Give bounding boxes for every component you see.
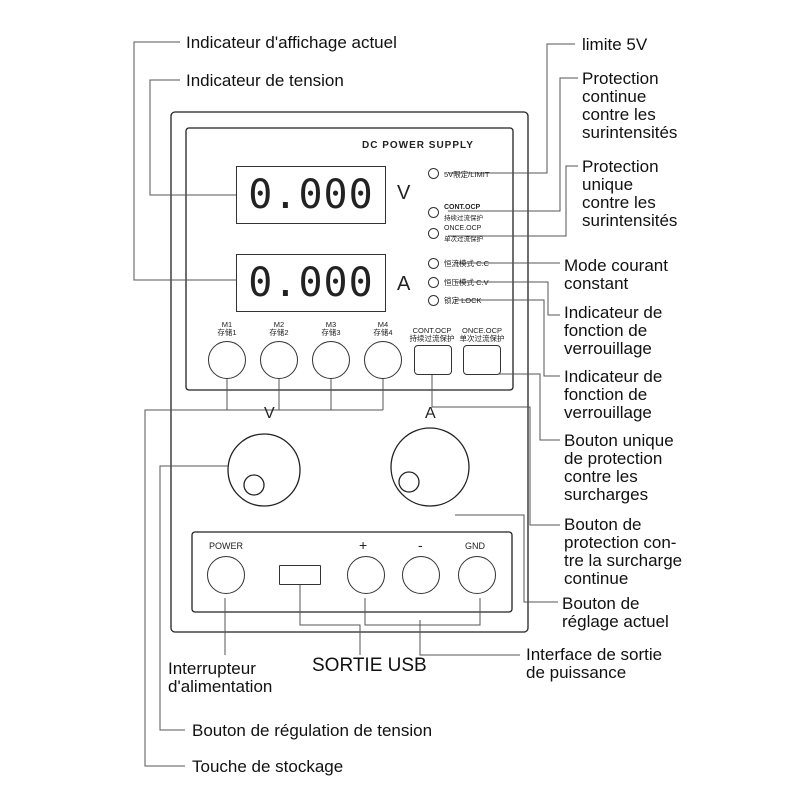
callout-voltage-regulation-button: Bouton de régulation de tension <box>192 721 433 740</box>
cont-ocp-button[interactable] <box>414 345 452 375</box>
memory-button-m2[interactable] <box>260 341 298 379</box>
once-ocp-button-label: ONCE.OCP 单次过流保护 <box>459 326 505 343</box>
current-display-value: 0.000 <box>248 260 374 306</box>
current-knob-grip <box>398 471 420 493</box>
indicator-5v-limit-label: 5V限定/LIMIT <box>444 170 490 179</box>
callout-power-switch: Interrupteur d'alimentation <box>168 659 273 696</box>
power-label: POWER <box>209 541 244 551</box>
indicator-lock <box>428 295 439 306</box>
callout-once-overload-button: Bouton unique de protection contre les s… <box>564 431 674 504</box>
power-switch[interactable] <box>207 556 245 594</box>
minus-label: - <box>418 537 423 553</box>
indicator-once-ocp-label: ONCE.OCP <box>444 225 482 232</box>
voltage-knob <box>227 433 301 507</box>
indicator-cv <box>428 277 439 288</box>
memory-button-m3[interactable] <box>312 341 350 379</box>
indicator-5v-limit <box>428 168 439 179</box>
callout-power-output-interface: Interface de sortie de puissance <box>526 645 663 682</box>
m2-label: M2 存储2 <box>269 320 289 337</box>
indicator-cv-label: 恒压模式 C.V <box>444 278 489 287</box>
device-title: DC POWER SUPPLY <box>362 140 474 151</box>
callout-lock-indicator-1: Indicateur de fonction de verrouillage <box>564 303 663 358</box>
current-unit: A <box>397 273 411 295</box>
m4-label: M4 存储4 <box>373 320 393 337</box>
memory-button-m1[interactable] <box>208 341 246 379</box>
gnd-label: GND <box>465 541 485 551</box>
indicator-cc-label: 恒流模式 C.C <box>444 259 489 268</box>
indicator-cont-ocp-label: CONT.OCP <box>444 204 481 211</box>
m3-label: M3 存储3 <box>321 320 341 337</box>
callout-current-adjust-button: Bouton de réglage actuel <box>562 594 669 631</box>
memory-button-m4[interactable] <box>364 341 402 379</box>
current-display: 0.000 <box>236 254 386 312</box>
indicator-cc <box>428 258 439 269</box>
indicator-once-ocp <box>428 228 439 239</box>
terminal-panel <box>191 531 513 613</box>
callout-limit-5v: limite 5V <box>582 35 648 54</box>
indicator-cont-ocp-sub: 持续过流保护 <box>444 215 483 222</box>
voltage-display-value: 0.000 <box>248 172 374 218</box>
callout-lock-indicator-2: Indicateur de fonction de verrouillage <box>564 367 663 422</box>
callout-constant-current-mode: Mode courant constant <box>564 256 668 293</box>
indicator-cont-ocp <box>428 207 439 218</box>
gnd-terminal[interactable] <box>458 556 496 594</box>
cont-ocp-button-label: CONT.OCP 持续过流保护 <box>409 326 455 343</box>
indicator-lock-label: 锁定 LOCK <box>444 296 482 305</box>
callout-current-display-indicator: Indicateur d'affichage actuel <box>186 33 397 52</box>
voltage-display: 0.000 <box>236 166 386 224</box>
knob-a-label: A <box>425 405 436 422</box>
callout-cont-overload-button: Bouton de protection con- tre la surchar… <box>564 515 683 588</box>
plus-terminal[interactable] <box>347 556 385 594</box>
callout-voltage-indicator: Indicateur de tension <box>186 71 344 90</box>
usb-port <box>279 565 321 585</box>
voltage-unit: V <box>397 182 411 204</box>
m1-label: M1 存储1 <box>217 320 237 337</box>
callout-cont-ocp-protection: Protection continue contre les surintens… <box>582 69 678 142</box>
plus-label: + <box>359 537 368 553</box>
device-chassis <box>170 111 529 633</box>
knob-v-label: V <box>264 405 275 422</box>
voltage-knob-grip <box>243 474 265 496</box>
indicator-once-ocp-sub: 单次过流保护 <box>444 236 483 243</box>
display-panel <box>185 127 514 391</box>
current-knob <box>390 427 470 507</box>
callout-once-ocp-protection: Protection unique contre les surintensit… <box>582 157 678 230</box>
leader-lines <box>133 41 578 767</box>
callout-usb-output: SORTIE USB <box>312 655 427 676</box>
minus-terminal[interactable] <box>402 556 440 594</box>
callout-storage-key: Touche de stockage <box>192 757 344 776</box>
once-ocp-button[interactable] <box>463 345 501 375</box>
